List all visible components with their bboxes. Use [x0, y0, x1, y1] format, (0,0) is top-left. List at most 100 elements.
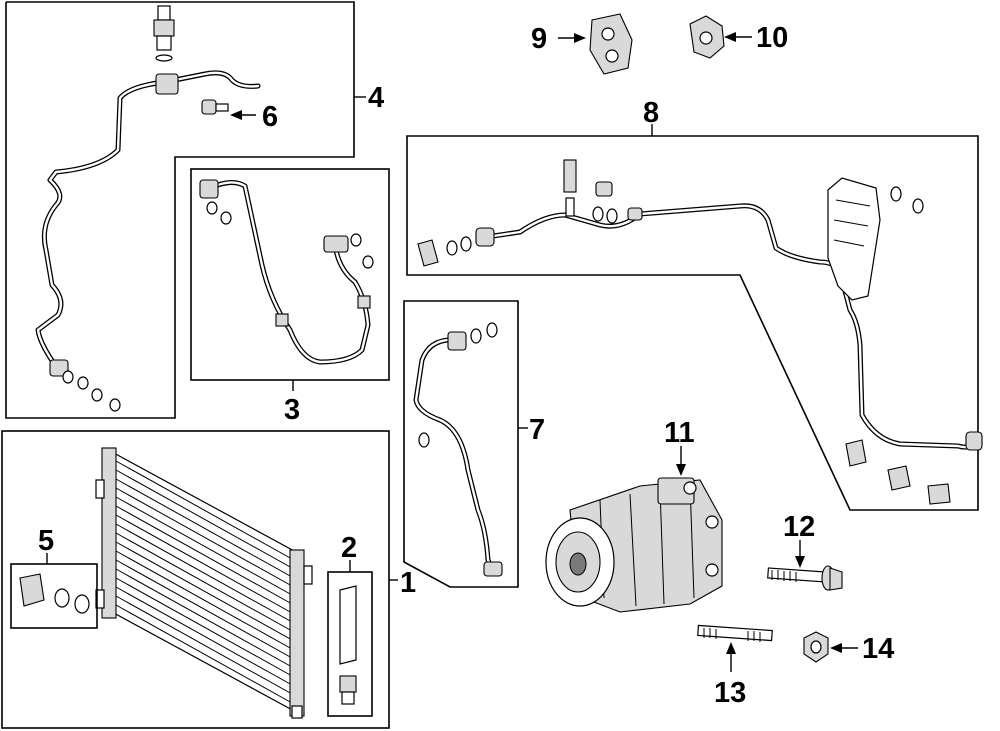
- group-4-liquid-line: [5, 1, 366, 419]
- callout-2: 2: [341, 532, 357, 564]
- drier-plug: [339, 675, 357, 693]
- group-3-hose: [190, 168, 390, 391]
- discharge-muffler: [827, 177, 881, 301]
- charge-valve-core: [565, 197, 575, 217]
- bolt-12: [767, 565, 843, 591]
- arrow-9: [574, 33, 586, 43]
- condenser-fin: [115, 595, 293, 695]
- pressure-sensor-6: [201, 99, 229, 115]
- callout-9: 9: [531, 23, 547, 55]
- callout-5: 5: [38, 525, 54, 557]
- stud-13: [697, 624, 773, 642]
- callout-13: 13: [714, 677, 746, 709]
- hose-3-clip: [275, 313, 289, 327]
- hose-3-fitting-top: [199, 179, 219, 199]
- condenser-fins: [115, 460, 293, 704]
- hose-3-fitting-end: [323, 235, 349, 253]
- compressor-hub: [569, 552, 587, 576]
- group-1-condenser: [1, 430, 398, 729]
- callout-3: 3: [284, 394, 300, 426]
- group-7-frame: [403, 300, 519, 588]
- condenser-tank-left: [101, 447, 117, 619]
- condenser-fin: [115, 541, 293, 641]
- group-5-frame: [10, 563, 98, 629]
- suction-hose-tube: [413, 337, 503, 575]
- pressure-switch-body: [153, 19, 175, 37]
- callout-10: 10: [756, 22, 788, 54]
- arrow-11: [676, 464, 686, 476]
- compressor-bolt-hole: [705, 563, 719, 577]
- discharge-end-fitting: [965, 431, 983, 451]
- arrow-10: [724, 32, 736, 42]
- ac-compressor-11: [545, 477, 723, 613]
- pressure-switch-top: [157, 5, 171, 21]
- suction-hose-fitting: [447, 331, 467, 351]
- condenser-fin: [115, 604, 293, 704]
- condenser-fin: [115, 460, 293, 560]
- condenser-fin: [115, 568, 293, 668]
- seal-kit-oring: [54, 588, 70, 608]
- hose-3-oring: [362, 255, 374, 269]
- compressor-bolt-hole: [683, 481, 697, 495]
- liquid-line-end-fitting: [49, 359, 69, 377]
- arrow-6: [230, 110, 242, 120]
- valve-cap: [627, 207, 643, 221]
- suction-hose-oring: [470, 328, 482, 344]
- callout-12: 12: [783, 511, 815, 543]
- group-8-frame: [406, 135, 979, 511]
- discharge-clip: [927, 483, 951, 505]
- condenser-fin: [115, 469, 293, 569]
- condenser-fin: [115, 532, 293, 632]
- nut-14: [803, 631, 829, 663]
- suction-hose-fitting-end: [483, 561, 503, 577]
- callout-1: 1: [400, 567, 416, 599]
- condenser-fin: [115, 505, 293, 605]
- arrow-14: [830, 643, 842, 653]
- group-8-discharge-line: [406, 124, 983, 511]
- callout-8: 8: [643, 97, 659, 129]
- callout-6: 6: [262, 101, 278, 133]
- valve-cap: [595, 181, 613, 197]
- group-3-frame: [190, 168, 390, 381]
- condenser-bracket: [95, 589, 105, 609]
- condenser-fin: [115, 586, 293, 686]
- discharge-clip: [887, 465, 911, 491]
- hose-3-oring: [350, 233, 362, 247]
- callout-7: 7: [529, 414, 545, 446]
- seal-kit-oring: [74, 594, 90, 614]
- condenser-fin: [115, 577, 293, 677]
- hose-3-oring: [220, 211, 232, 225]
- hose-3-oring: [206, 201, 218, 215]
- liquid-line-orings: [62, 370, 121, 412]
- pressure-switch-base: [156, 35, 172, 51]
- switch-oring: [155, 54, 173, 62]
- group-7-suction-hose: [403, 300, 528, 588]
- charge-valve: [563, 159, 577, 193]
- callout-4: 4: [368, 82, 384, 114]
- condenser-bracket: [95, 479, 105, 499]
- condenser-bracket: [291, 705, 303, 719]
- discharge-fitting: [475, 227, 495, 247]
- condenser-fin: [115, 487, 293, 587]
- arrow-13: [726, 642, 736, 654]
- discharge-clip: [845, 439, 867, 467]
- arrow-12: [795, 556, 805, 568]
- expansion-valve-9: [589, 13, 633, 75]
- group-4-frame: [5, 1, 355, 419]
- valve-part-10: [689, 15, 725, 59]
- condenser-tank-right: [289, 549, 305, 717]
- condenser-fin: [115, 523, 293, 623]
- condenser-fin: [115, 559, 293, 659]
- condenser-bracket: [303, 565, 313, 585]
- discharge-bracket: [417, 239, 439, 267]
- condenser-fin: [115, 514, 293, 614]
- suction-hose-oring: [486, 322, 498, 338]
- compressor-bolt-hole: [705, 515, 719, 529]
- condenser-fin: [115, 496, 293, 596]
- liquid-line-fitting: [155, 73, 179, 95]
- suction-hose-oring: [418, 432, 430, 448]
- discharge-orings: [446, 186, 924, 256]
- desiccant-element: [339, 585, 357, 665]
- seal-kit-bracket: [19, 573, 45, 607]
